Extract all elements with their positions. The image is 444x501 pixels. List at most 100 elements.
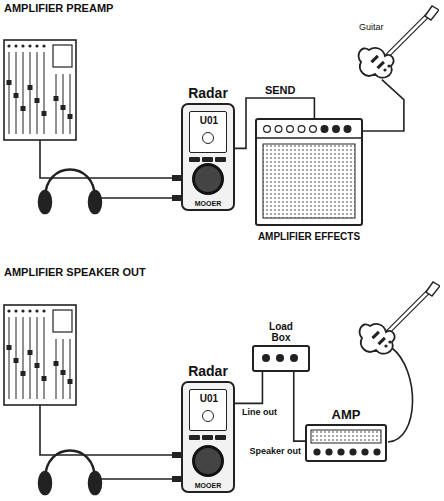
console-knob xyxy=(21,309,24,312)
fader-slot xyxy=(63,339,64,399)
combo-amplifier: AMPLIFIER EFFECTS xyxy=(255,118,363,226)
cable xyxy=(40,140,181,178)
headphone-band xyxy=(45,170,95,199)
jack-socket xyxy=(276,354,284,362)
cable-label: Line out xyxy=(241,407,278,417)
headphone-cup xyxy=(89,191,101,213)
effects-pedal: RadarU01MOOER xyxy=(181,103,235,211)
amp-head-panel xyxy=(307,426,385,460)
fader-slot xyxy=(37,317,38,399)
fader-cap xyxy=(68,114,73,119)
device-label: AMPLIFIER EFFECTS xyxy=(258,231,360,242)
pedal-knob xyxy=(192,445,224,477)
fader-cap xyxy=(14,93,19,98)
amp-knob xyxy=(310,126,317,133)
fader-cap xyxy=(28,350,33,355)
fader-slot xyxy=(9,52,10,134)
amplifier-head: AMP xyxy=(305,424,387,462)
console-body xyxy=(4,40,76,140)
fader-slot xyxy=(9,317,10,399)
audio-cable xyxy=(294,372,305,441)
cable xyxy=(40,405,181,455)
headphone-cup xyxy=(39,191,51,213)
console-knob xyxy=(42,44,45,47)
amp-knob xyxy=(325,448,332,455)
headphone-cup xyxy=(39,472,51,494)
electric-guitar: Guitar xyxy=(355,4,439,82)
amp-knob xyxy=(349,448,356,455)
brand-logo: MOOER xyxy=(183,482,233,489)
jack-plugs xyxy=(172,175,181,482)
section-title: AMPLIFIER PREAMP xyxy=(4,2,113,14)
jack-socket xyxy=(290,354,298,362)
amp-knob xyxy=(344,126,351,133)
fader-cap xyxy=(61,370,66,375)
pedal-button xyxy=(202,435,213,440)
jack-socket xyxy=(262,354,270,362)
amp-knob xyxy=(373,448,380,455)
fader-cap xyxy=(68,379,73,384)
amp-knob xyxy=(264,126,271,133)
cable-label: Speaker out xyxy=(248,446,302,456)
screen-readout: U01 xyxy=(189,115,229,126)
console-screen xyxy=(53,45,72,67)
device-label: Guitar xyxy=(359,22,384,32)
effects-pedal: RadarU01MOOER xyxy=(181,381,235,493)
fader-slot xyxy=(23,317,24,399)
section-title: AMPLIFIER SPEAKER OUT xyxy=(4,266,146,278)
cable xyxy=(388,348,413,442)
fader-cap xyxy=(7,345,12,350)
fader-slot xyxy=(56,339,57,399)
audio-cable xyxy=(363,80,404,131)
jack-plug xyxy=(172,195,181,201)
guitar-shape xyxy=(359,6,439,78)
headphones xyxy=(39,170,101,495)
pedal-button xyxy=(202,157,213,162)
pedal-button xyxy=(189,157,200,162)
fader-cap xyxy=(54,361,59,366)
fader-slot xyxy=(37,52,38,134)
device-label: AMP xyxy=(332,407,361,422)
fader-cap xyxy=(54,96,59,101)
fader-cap xyxy=(35,363,40,368)
cable xyxy=(101,478,181,480)
console-knob xyxy=(28,309,31,312)
cable xyxy=(101,197,181,199)
screen-icon xyxy=(202,132,214,144)
pedal-button xyxy=(215,157,226,162)
headphone-cup xyxy=(89,472,101,494)
device-label: Radar xyxy=(188,363,228,379)
amp-knob xyxy=(361,448,368,455)
audio-cable xyxy=(235,372,262,403)
mixing-consoles xyxy=(4,40,76,405)
fader-slot xyxy=(63,74,64,134)
fader-cap xyxy=(21,371,26,376)
console-body xyxy=(4,305,76,405)
pedal-knob xyxy=(192,163,224,195)
fader-cap xyxy=(28,85,33,90)
pedal-button xyxy=(215,435,226,440)
jack-plug xyxy=(172,452,181,458)
fader-cap xyxy=(21,106,26,111)
console-knob xyxy=(7,44,10,47)
guitar-drawing xyxy=(355,4,439,82)
amp-knob xyxy=(313,448,320,455)
fader-cap xyxy=(35,98,40,103)
panel-edge xyxy=(257,137,361,139)
fader-slot xyxy=(44,317,45,399)
screen-readout: U01 xyxy=(189,393,229,404)
console-screen xyxy=(53,310,72,332)
mixing-console xyxy=(4,40,76,140)
cable-label: SEND xyxy=(264,84,297,96)
amp-knob xyxy=(275,126,282,133)
fader-slot xyxy=(56,74,57,134)
speaker-grille xyxy=(311,430,381,443)
console-knob xyxy=(35,44,38,47)
mixing-console xyxy=(4,305,76,405)
brand-logo: MOOER xyxy=(183,200,233,207)
amp-knob xyxy=(333,126,340,133)
load-box: Load Box xyxy=(252,345,310,372)
console-knob xyxy=(7,309,10,312)
screen-icon xyxy=(202,410,214,422)
amp-knob xyxy=(321,126,328,133)
